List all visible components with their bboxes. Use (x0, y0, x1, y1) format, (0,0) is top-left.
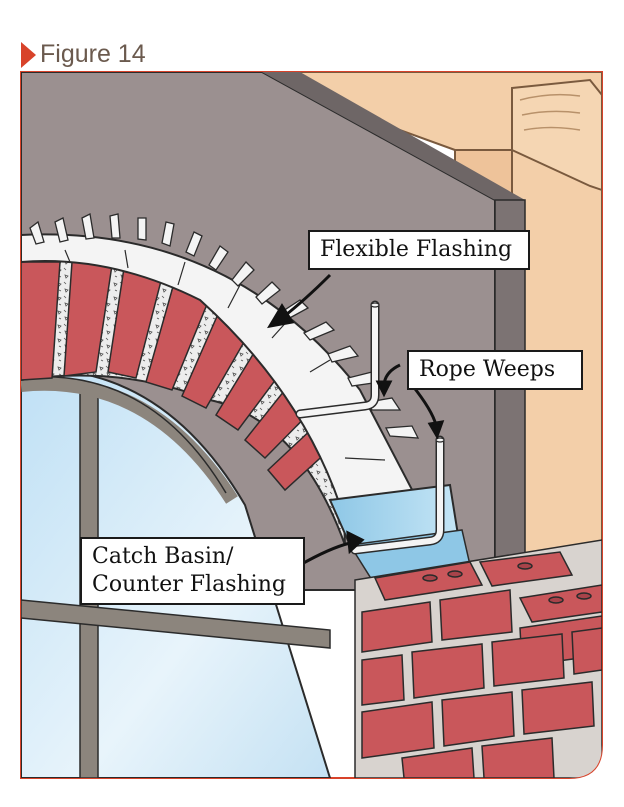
callout-catch-basin: Catch Basin/ Counter Flashing (80, 537, 305, 605)
brick-arch (21, 213, 422, 546)
figure-title-bar (0, 30, 36, 70)
title-marker-triangle (21, 42, 36, 68)
callout-catch-basin-line1: Catch Basin/ (92, 544, 234, 569)
brick-veneer-wall (354, 539, 602, 778)
figure-title: Figure 14 (40, 40, 146, 68)
rope-weeps (295, 300, 445, 555)
callout-flexible-flashing: Flexible Flashing (308, 230, 530, 270)
callout-catch-basin-line2: Counter Flashing (92, 572, 286, 597)
callout-rope-weeps: Rope Weeps (407, 350, 583, 390)
callout-rope-weeps-text: Rope Weeps (419, 357, 556, 382)
callout-flexible-flashing-text: Flexible Flashing (320, 237, 513, 262)
